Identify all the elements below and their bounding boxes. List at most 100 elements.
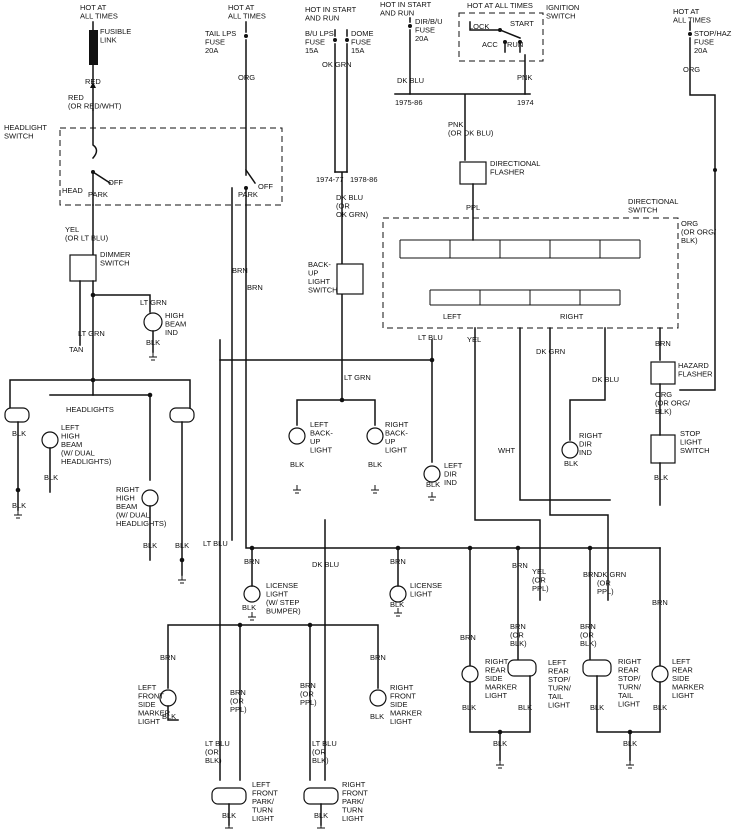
left-backup-light-symbol bbox=[288, 427, 306, 445]
left-front-park-light-symbol bbox=[211, 787, 247, 805]
label-blk5: BLK bbox=[654, 473, 668, 482]
front-marker-bus bbox=[167, 624, 379, 781]
label-blk3: BLK bbox=[368, 460, 382, 469]
ground-symbols bbox=[14, 352, 634, 829]
label-blk11: BLK bbox=[242, 603, 256, 612]
label-blk10: BLK bbox=[175, 541, 189, 550]
label-blk12: BLK bbox=[390, 600, 404, 609]
label-blk19: BLK bbox=[493, 739, 507, 748]
directional-flasher-symbol bbox=[459, 161, 487, 185]
label-red1: RED bbox=[85, 77, 101, 86]
label-dk-blu-top: DK BLU bbox=[397, 76, 424, 85]
label-pnk-mid: PNK(OR DK BLU) bbox=[448, 120, 494, 138]
bu-dome-fuse-circuit bbox=[333, 29, 349, 173]
front-ground-wires bbox=[167, 705, 322, 826]
label-brn6: BRN bbox=[512, 561, 528, 570]
fusible-link-symbol bbox=[89, 30, 98, 65]
label-blk2: BLK bbox=[290, 460, 304, 469]
label-ok-grn: OK GRN bbox=[322, 60, 352, 69]
label-org2: ORG bbox=[683, 65, 700, 74]
label-org-org-blk2: ORG(OR ORG/BLK) bbox=[655, 390, 691, 416]
backup-light-switch-symbol bbox=[336, 263, 364, 295]
wht-wire bbox=[519, 327, 611, 501]
left-rear-side-marker-symbol bbox=[651, 665, 669, 683]
headlight-switch-box bbox=[59, 109, 283, 206]
label-yr-1978-86: 1978-86 bbox=[350, 175, 378, 184]
label-pnk-top: PNK bbox=[517, 73, 532, 82]
right-dir-ind-symbol bbox=[561, 441, 579, 459]
backup-light-feed bbox=[296, 399, 376, 426]
label-blk9: BLK bbox=[143, 541, 157, 550]
label-hot-ign: HOT AT ALL TIMES bbox=[467, 1, 533, 10]
right-backup-light-symbol bbox=[366, 427, 384, 445]
label-blk16: BLK bbox=[518, 703, 532, 712]
label-brn8: BRN bbox=[652, 598, 668, 607]
label-blk15: BLK bbox=[462, 703, 476, 712]
label-acc: ACC bbox=[482, 40, 498, 49]
label-blk20: BLK bbox=[623, 739, 637, 748]
label-headlights: HEADLIGHTS bbox=[66, 405, 114, 414]
label-ppl: PPL bbox=[466, 203, 480, 212]
label-blk14: BLK bbox=[370, 712, 384, 721]
year-join-wire bbox=[394, 93, 531, 161]
label-brn10: BRN bbox=[160, 653, 176, 662]
tail-fuse-circuit bbox=[244, 21, 248, 176]
label-brn2: BRN bbox=[247, 283, 263, 292]
yel-wire bbox=[474, 327, 541, 601]
right-rear-side-marker-symbol bbox=[461, 665, 479, 683]
label-brn5: BRN bbox=[390, 557, 406, 566]
label-dk-blu2: DK BLU bbox=[312, 560, 339, 569]
label-head: HEAD bbox=[62, 186, 83, 195]
high-beam-indicator bbox=[92, 294, 163, 353]
label-yr-1975: 1975-86 bbox=[395, 98, 423, 107]
label-brn7: BRN bbox=[583, 570, 599, 579]
label-blk7: BLK bbox=[426, 480, 440, 489]
label-blk4: BLK bbox=[564, 459, 578, 468]
year-split-wire bbox=[334, 171, 348, 266]
label-brn9: BRN bbox=[460, 633, 476, 642]
label-blk23: BLK bbox=[222, 811, 236, 820]
fusible-link-circuit bbox=[89, 21, 98, 111]
label-org-org-blk: ORG(OR ORG/BLK) bbox=[681, 219, 717, 245]
ignition-switch-box bbox=[458, 12, 544, 95]
label-park2: PARK bbox=[238, 190, 258, 199]
label-wht: WHT bbox=[498, 446, 515, 455]
right-front-side-marker-symbol bbox=[369, 689, 387, 707]
label-dk-grn1: DK GRN bbox=[536, 347, 565, 356]
stop-haz-fuse-circuit bbox=[679, 21, 717, 391]
dk-grn-wire bbox=[549, 327, 609, 601]
dimmer-switch bbox=[69, 204, 97, 396]
label-lt-grn1: LT GRN bbox=[140, 298, 167, 307]
stop-light-switch-symbol bbox=[650, 434, 676, 464]
label-dk-blu1: DK BLU bbox=[592, 375, 619, 384]
label-blk1: BLK bbox=[12, 429, 26, 438]
label-lt-grn3: LT GRN bbox=[344, 373, 371, 382]
headlight-row bbox=[4, 379, 195, 576]
label-start: START bbox=[510, 19, 534, 28]
label-tan: TAN bbox=[69, 345, 83, 354]
